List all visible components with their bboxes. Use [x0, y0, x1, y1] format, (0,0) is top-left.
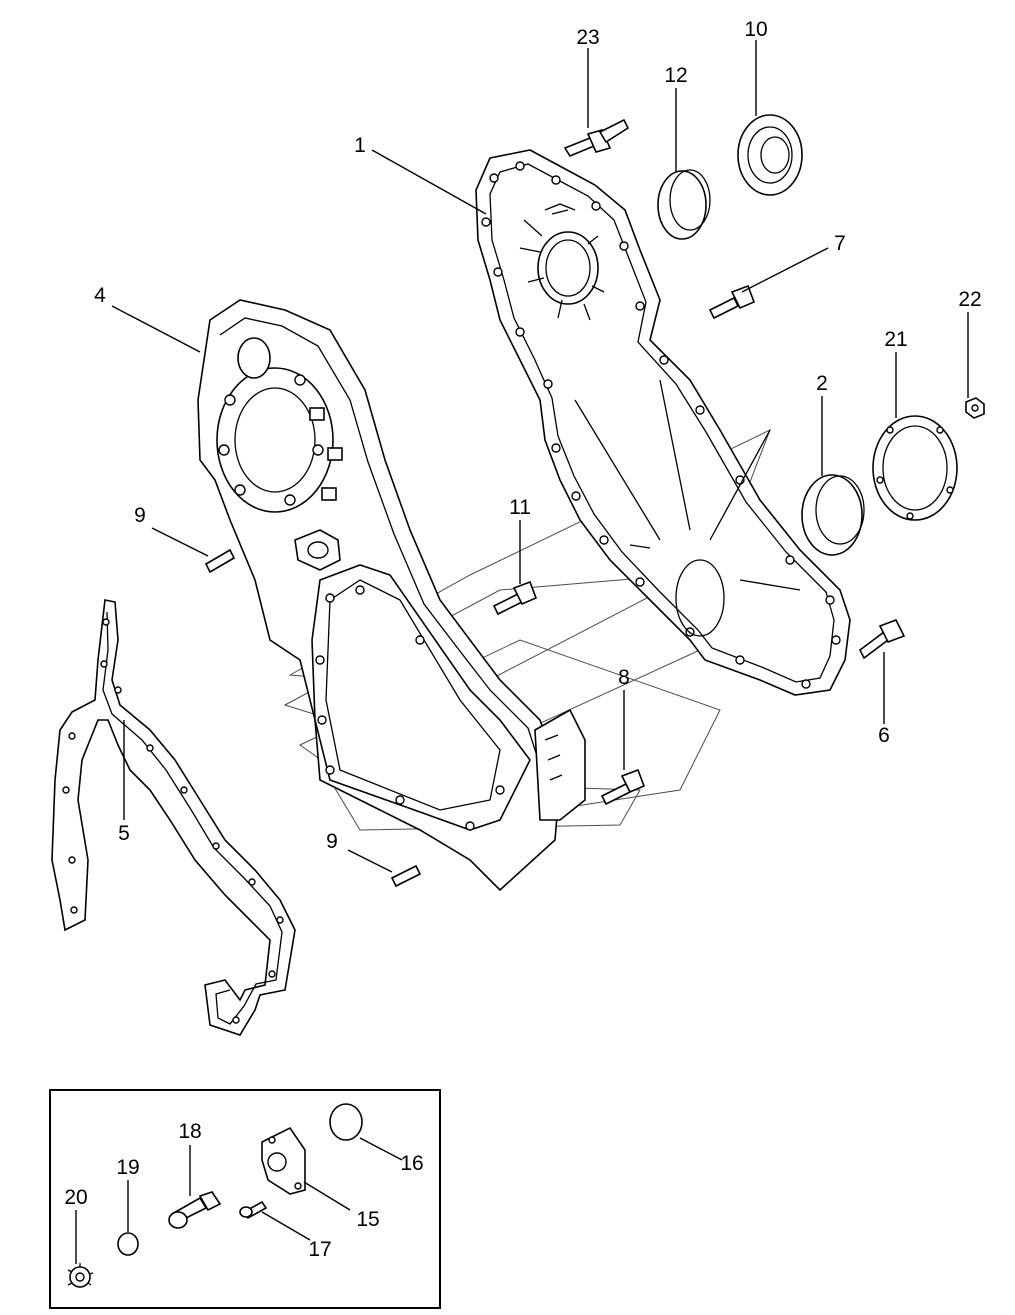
bolt-7 [708, 284, 756, 320]
callout-22: 22 [958, 288, 981, 311]
callout-20: 20 [64, 1186, 87, 1209]
pin-9-lower [390, 864, 422, 888]
inset-box [49, 1089, 441, 1309]
front-cover-gasket [475, 149, 851, 696]
callout-labels: 23 12 10 1 7 22 21 2 4 9 11 6 8 5 9 16 1… [64, 18, 981, 1261]
callout-11: 12 [664, 64, 687, 87]
gear-housing [197, 299, 586, 892]
callout-1: 1 [354, 134, 366, 157]
retainer-20 [67, 1263, 94, 1288]
callout-12: 11 [509, 496, 531, 519]
callout-9-upper: 9 [134, 504, 146, 527]
callout-7: 7 [834, 232, 846, 255]
stud-23 [563, 118, 630, 157]
gear-housing-gasket [51, 599, 296, 1036]
screw-17 [239, 1200, 268, 1220]
bolt-12 [492, 580, 538, 616]
leader-lines [75, 40, 969, 1264]
callout-10: 10 [744, 18, 767, 41]
pin-9-upper [204, 548, 236, 574]
valve-18 [168, 1191, 222, 1229]
plate-15 [261, 1126, 306, 1195]
callout-21: 21 [884, 328, 907, 351]
callout-15: 15 [356, 1208, 379, 1231]
callout-19: 19 [116, 1156, 139, 1179]
seal-11 [657, 169, 711, 240]
callout-5: 5 [118, 822, 130, 845]
seal-2 [801, 474, 865, 556]
nut-22 [965, 397, 985, 419]
o-ring-16 [329, 1103, 363, 1141]
callout-18: 18 [178, 1120, 201, 1143]
o-ring-19 [117, 1232, 139, 1256]
callout-4: 4 [94, 284, 106, 307]
bolt-8 [600, 768, 646, 806]
callout-2: 2 [816, 372, 828, 395]
bolt-6 [858, 618, 906, 660]
cover-21 [872, 415, 958, 521]
callout-9-lower: 9 [326, 830, 338, 853]
callout-23: 23 [576, 26, 599, 49]
callout-8: 8 [618, 666, 630, 689]
callout-6: 6 [878, 724, 890, 747]
seal-10 [737, 114, 803, 196]
callout-16: 16 [400, 1152, 423, 1175]
callout-17: 17 [308, 1238, 331, 1261]
